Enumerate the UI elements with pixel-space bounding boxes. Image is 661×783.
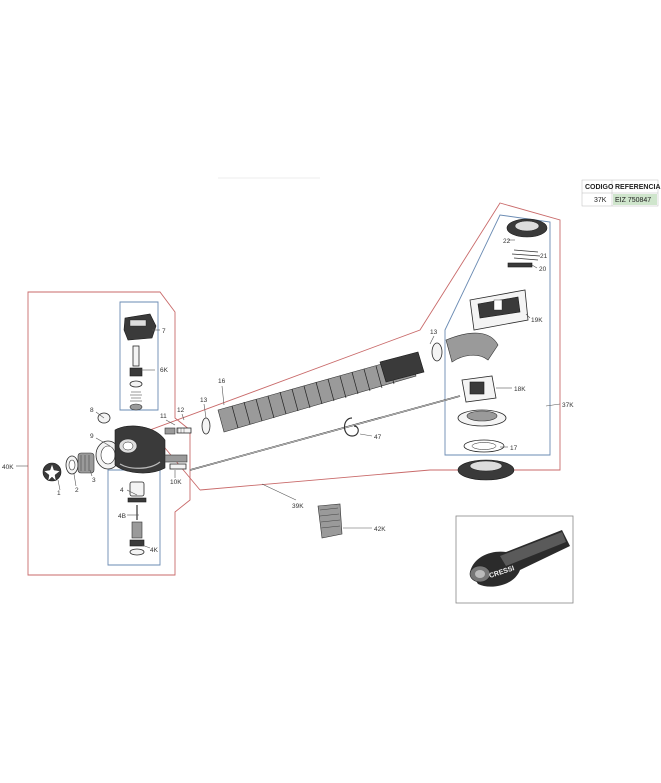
table-header-ref: REFERENCIA (615, 184, 661, 191)
reference-table: CODIGO REFERENCIA 37K EIZ 750847 (581, 179, 661, 207)
group-outline-40k (27, 291, 191, 576)
callout-9: 9 (90, 433, 94, 440)
callout-20: 20 (539, 266, 547, 273)
group-outline-37k (149, 202, 561, 491)
group-box-19k (444, 214, 551, 456)
callout-40k: 40K (2, 464, 14, 471)
callout-4k: 4K (150, 547, 159, 554)
callout-3: 3 (92, 477, 96, 484)
first-stage-parts (42, 313, 192, 556)
callout-22: 22 (503, 238, 511, 245)
callout-19k: 19K (531, 317, 543, 324)
callout-16: 16 (218, 378, 226, 385)
callout-1: 1 (57, 490, 61, 497)
table-header-code: CODIGO (585, 184, 614, 191)
callout-12: 12 (177, 407, 185, 414)
callout-11: 11 (160, 413, 167, 420)
table-cell-code: 37K (594, 197, 607, 204)
product-inset-photo: CRESSI (455, 515, 574, 604)
callout-7: 7 (162, 328, 166, 335)
hose-assembly (189, 332, 499, 471)
leader-lines (16, 239, 561, 549)
callout-10k: 10K (170, 479, 182, 486)
callout-42k: 42K (374, 526, 386, 533)
callout-13-right: 13 (430, 329, 438, 336)
callout-39k: 39K (292, 503, 304, 510)
table-cell-ref: EIZ 750847 (615, 197, 651, 204)
callout-4b: 4B (118, 513, 126, 520)
callout-labels: 1 2 3 4 4B 4K 6K 7 8 9 10K 11 12 13 13 1… (2, 238, 574, 554)
callout-37k: 37K (562, 402, 574, 409)
second-stage-parts (457, 218, 548, 481)
callout-8: 8 (90, 407, 94, 414)
callout-13-left: 13 (200, 397, 208, 404)
callout-47: 47 (374, 434, 382, 441)
callout-18k: 18K (514, 386, 526, 393)
callout-2: 2 (75, 487, 79, 494)
callout-6k: 6K (160, 367, 169, 374)
callout-4: 4 (120, 487, 124, 494)
callout-21: 21 (540, 253, 548, 260)
callout-17: 17 (510, 445, 518, 452)
group-box-6k (119, 301, 159, 411)
